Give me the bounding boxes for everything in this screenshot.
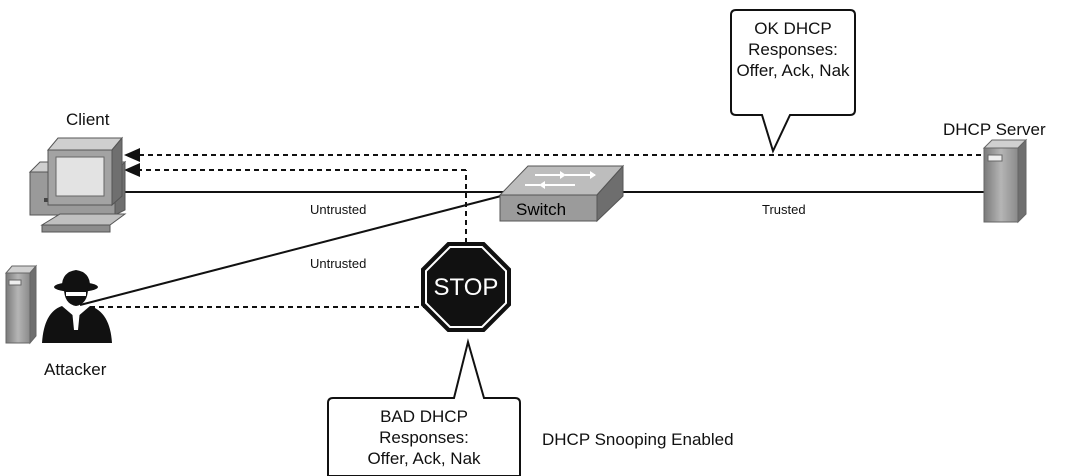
client-label: Client: [66, 110, 110, 129]
bad-callout-text: BAD DHCP Responses: Offer, Ack, Nak: [328, 406, 520, 469]
switch-icon: [498, 164, 625, 223]
attacker-label: Attacker: [44, 360, 107, 379]
ok-callout-line3: Offer, Ack, Nak: [736, 61, 850, 80]
ok-callout-line2: Responses:: [748, 40, 838, 59]
switch-label: Switch: [516, 200, 567, 219]
switch-server-link-label: Trusted: [762, 202, 806, 217]
ok-callout-text: OK DHCP Responses: Offer, Ack, Nak: [731, 18, 855, 81]
bad-callout-bubble: [327, 338, 521, 476]
attacker-server-icon: [4, 264, 38, 345]
attacker-icon: [42, 270, 112, 343]
client-pc-icon: [28, 136, 127, 233]
ok-callout-line1: OK DHCP: [754, 19, 832, 38]
stop-sign-label: STOP: [433, 274, 499, 301]
ok-response-arrowhead: [124, 148, 140, 162]
link-attacker-switch: [79, 194, 506, 306]
bad-callout-line3: Offer, Ack, Nak: [367, 449, 481, 468]
client-switch-link-label: Untrusted: [310, 202, 367, 217]
dhcp-server-label: DHCP Server: [943, 120, 1046, 139]
ok-callout-bubble: [730, 9, 856, 154]
bad-response-arrowhead: [124, 163, 140, 177]
dhcp-server-icon: [982, 138, 1028, 224]
bad-callout-line1: BAD DHCP: [380, 407, 468, 426]
attacker-switch-link-label: Untrusted: [310, 256, 367, 271]
stop-sign-icon: [421, 242, 511, 332]
snooping-caption: DHCP Snooping Enabled: [542, 430, 734, 449]
bad-callout-line2: Responses:: [379, 428, 469, 447]
